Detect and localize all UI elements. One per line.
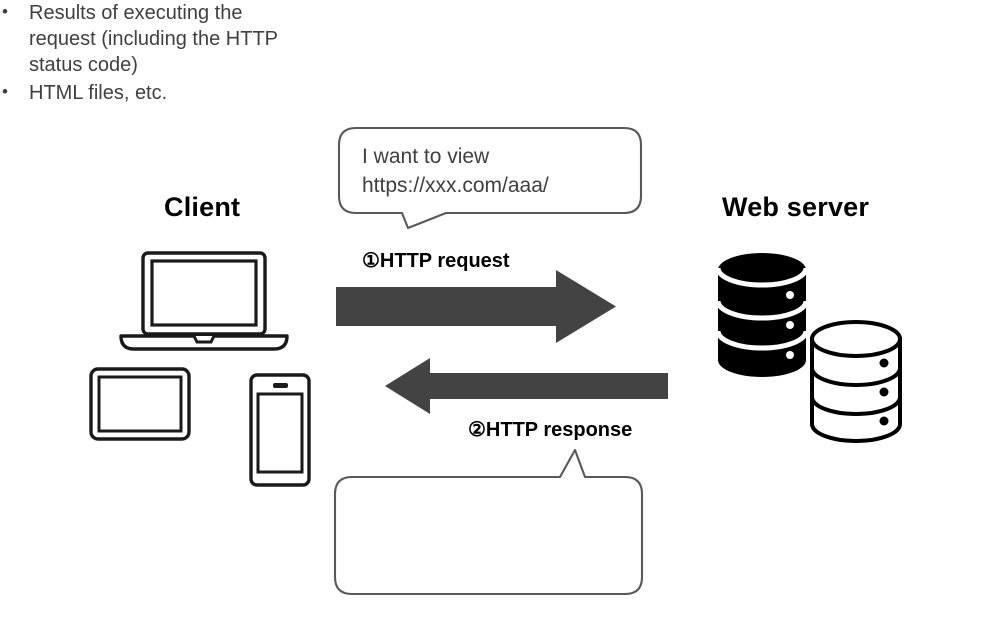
response-speech-bubble <box>333 448 644 596</box>
request-bubble-text: I want to view https://xxx.com/aaa/ <box>362 145 549 197</box>
http-request-arrow <box>336 270 616 343</box>
web-server-heading: Web server <box>722 192 870 222</box>
laptop-icon <box>119 251 289 351</box>
client-heading: Client <box>164 192 241 222</box>
list-item: HTML files, etc. <box>0 79 290 106</box>
response-bubble-list: Results of executing the request (includ… <box>0 0 290 106</box>
web-server-icon-group <box>715 253 902 443</box>
database-icon-filled <box>715 253 809 377</box>
database-icon-outline <box>810 320 902 443</box>
http-request-label: ①HTTP request <box>362 250 510 272</box>
list-item: Results of executing the request (includ… <box>0 0 290 78</box>
http-response-label: ②HTTP response <box>468 419 633 441</box>
smartphone-icon <box>249 373 311 487</box>
tablet-icon <box>89 367 191 441</box>
http-response-arrow <box>385 358 668 414</box>
